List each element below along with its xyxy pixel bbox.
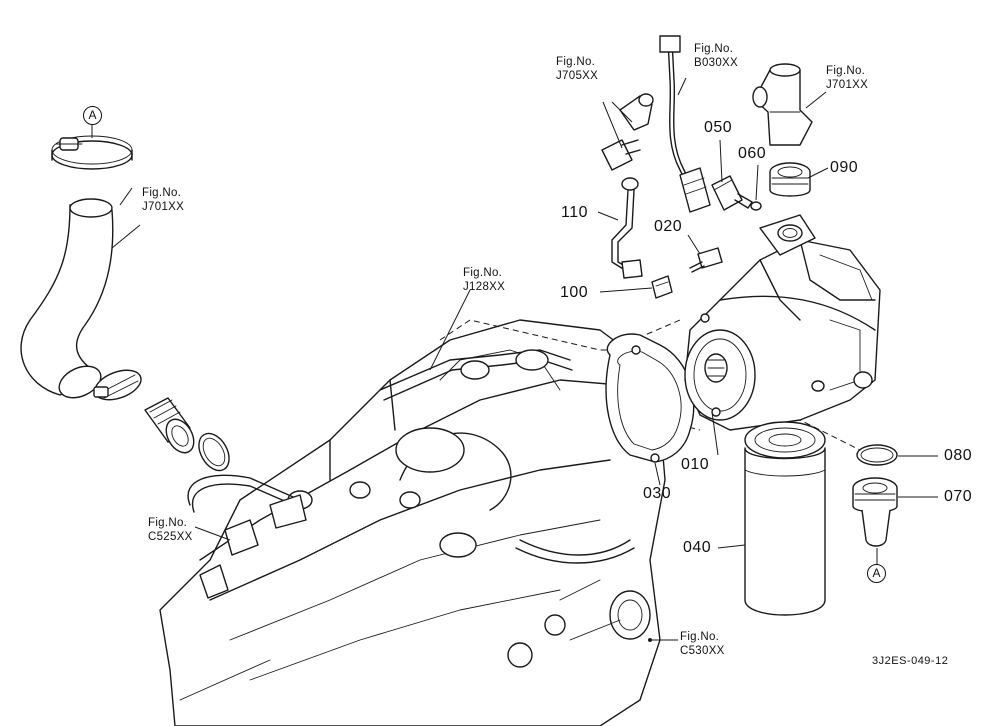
callout-a-bottom: A: [867, 564, 886, 583]
hydraulic-pump: [194, 35, 938, 642]
drawing-code: 3J2ES-049-12: [872, 655, 949, 667]
fig-ref-b030: Fig.No.B030XX: [694, 43, 738, 70]
part-label-060: 060: [738, 145, 767, 162]
fig-ref-j701-top: Fig.No.J701XX: [826, 65, 869, 92]
hose-assembly-left: [20, 125, 230, 472]
part-label-030: 030: [643, 485, 672, 502]
part-label-040: 040: [683, 539, 712, 556]
transmission-housing: [159, 319, 861, 726]
fig-ref-j701-left: Fig.No.J701XX: [142, 187, 185, 214]
part-label-050: 050: [704, 119, 733, 136]
fig-ref-c530: Fig.No.C530XX: [680, 631, 725, 658]
callout-a-top: A: [83, 106, 102, 125]
part-label-010: 010: [681, 456, 710, 473]
fig-ref-j705: Fig.No.J705XX: [556, 56, 599, 83]
fig-ref-c525: Fig.No.C525XX: [148, 517, 193, 544]
part-label-070: 070: [944, 488, 973, 505]
part-label-020: 020: [654, 218, 683, 235]
part-label-110: 110: [561, 204, 589, 221]
part-label-090: 090: [830, 159, 859, 176]
part-label-100: 100: [560, 284, 589, 301]
part-label-080: 080: [944, 447, 973, 464]
fig-ref-j128: Fig.No.J128XX: [463, 267, 506, 294]
